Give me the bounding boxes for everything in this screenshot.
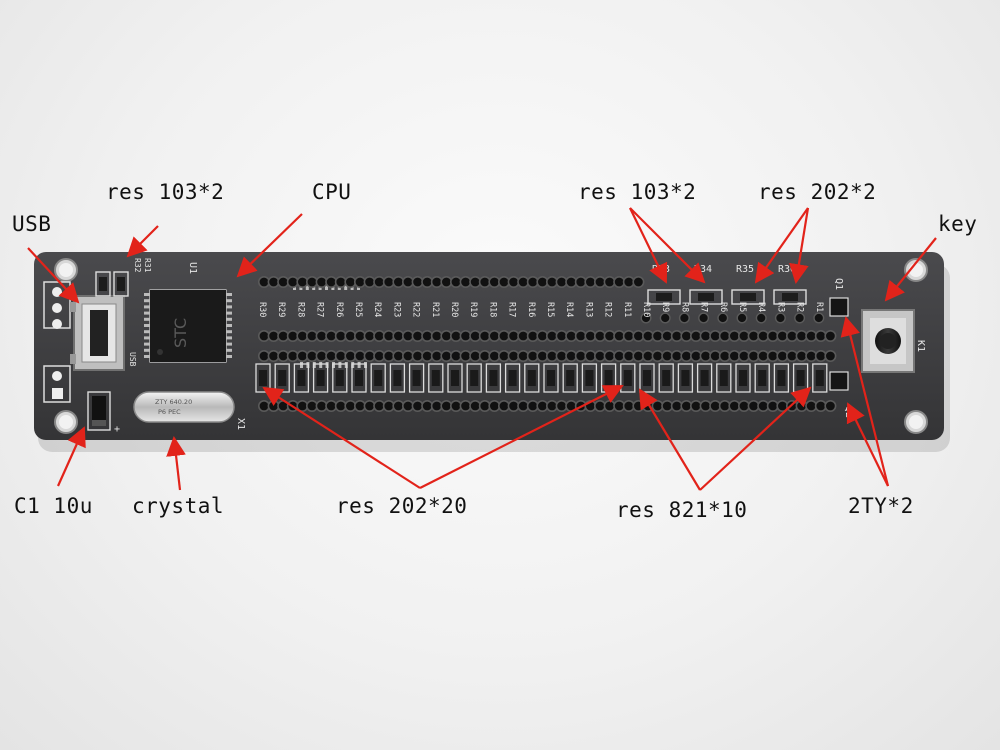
usb-connector: USB — [70, 295, 137, 371]
usb-silk-label: USB — [128, 352, 137, 367]
ref-r23: R23 — [391, 302, 401, 317]
x1-label: X1 — [235, 418, 246, 430]
annotation-arrows — [27, 207, 937, 491]
ref-r24: R24 — [372, 302, 382, 317]
arrow-2ty-b — [846, 402, 889, 487]
mounting-holes — [54, 258, 928, 434]
resistors-r31-r32: R31 R32 — [95, 258, 152, 297]
ref-r4: R4 — [756, 302, 766, 312]
arrow-crystal — [166, 436, 186, 491]
arrow-c1 — [56, 426, 86, 487]
crystal-marking-1: ZTY 640.20 — [155, 398, 192, 406]
arrow-key — [884, 237, 937, 302]
ref-r27: R27 — [315, 302, 325, 317]
label-res821-10: res 821*10 — [616, 498, 748, 522]
crystal-marking-2: P6 PEC — [158, 408, 181, 416]
ref-r1: R1 — [814, 302, 824, 312]
ref-r11: R11 — [622, 302, 632, 317]
ref-r7: R7 — [699, 302, 709, 312]
arrow-res821-10-a — [638, 388, 701, 491]
arrow-2ty-a — [840, 316, 890, 487]
arrow-res202-right-b — [789, 207, 810, 284]
ref-r18: R18 — [487, 302, 497, 317]
led-hole-grid — [257, 275, 837, 412]
r32-label: R32 — [133, 258, 142, 273]
arrow-usb — [27, 247, 80, 304]
ref-r10: R10 — [641, 302, 651, 317]
resistor-row-bottom — [255, 363, 828, 393]
arrow-res103-right-b — [629, 207, 706, 284]
ref-r28: R28 — [295, 302, 305, 317]
arrow-res202-right-a — [754, 207, 809, 284]
arrow-res821-10-b — [699, 386, 812, 491]
ref-r2: R2 — [795, 302, 805, 312]
k1-label: K1 — [915, 340, 926, 352]
ref-r16: R16 — [526, 302, 536, 317]
ref-r17: R17 — [507, 302, 517, 317]
q1-label: Q1 — [833, 278, 844, 290]
label-res202-right: res 202*2 — [758, 180, 877, 204]
capacitor-c1: + — [87, 391, 120, 435]
ref-r19: R19 — [468, 302, 478, 317]
ref-r30: R30 — [257, 302, 267, 317]
arrow-res103-right-a — [629, 207, 668, 284]
arrow-res202-20-a — [262, 386, 421, 489]
ref-r6: R6 — [718, 302, 728, 312]
r36-label: R36 — [778, 264, 796, 275]
label-key: key — [938, 212, 978, 236]
ref-r3: R3 — [775, 302, 785, 312]
ref-r14: R14 — [564, 302, 574, 317]
label-res202-20: res 202*20 — [336, 494, 468, 518]
ref-r25: R25 — [353, 302, 363, 317]
ref-r26: R26 — [334, 302, 344, 317]
u1-label: U1 — [187, 262, 198, 274]
label-res103-right: res 103*2 — [578, 180, 697, 204]
label-2ty: 2TY*2 — [848, 494, 914, 518]
ref-r22: R22 — [411, 302, 421, 317]
ref-r9: R9 — [660, 302, 670, 312]
label-c1: C1 10u — [14, 494, 93, 518]
ref-r15: R15 — [545, 302, 555, 317]
label-res103-left: res 103*2 — [106, 180, 225, 204]
ref-r13: R13 — [583, 302, 593, 317]
r31-label: R31 — [143, 258, 152, 273]
arrow-res103-left — [126, 225, 159, 258]
chip-marking: STC — [171, 318, 190, 348]
label-cpu: CPU — [312, 180, 352, 204]
label-crystal: crystal — [132, 494, 225, 518]
tact-switch-key: K1 — [861, 309, 926, 373]
ref-r20: R20 — [449, 302, 459, 317]
svg-text:+: + — [114, 424, 120, 435]
ref-r5: R5 — [737, 302, 747, 312]
crystal-x1: ZTY 640.20 P6 PEC X1 — [133, 391, 246, 430]
ref-r29: R29 — [276, 302, 286, 317]
arrow-res202-20-b — [419, 385, 624, 489]
ref-r12: R12 — [603, 302, 613, 317]
ref-r21: R21 — [430, 302, 440, 317]
pcb-board — [34, 252, 944, 440]
upper-resistor-labels: R30 R29 R28 R27 R26 R25 R24 R23 R22 R21 R20 R19 R18 R… — [257, 302, 824, 317]
ref-r8: R8 — [679, 302, 689, 312]
label-usb: USB — [12, 212, 52, 236]
arrow-cpu — [236, 213, 303, 278]
edge-pads — [43, 281, 71, 403]
r35-label: R35 — [736, 264, 754, 275]
